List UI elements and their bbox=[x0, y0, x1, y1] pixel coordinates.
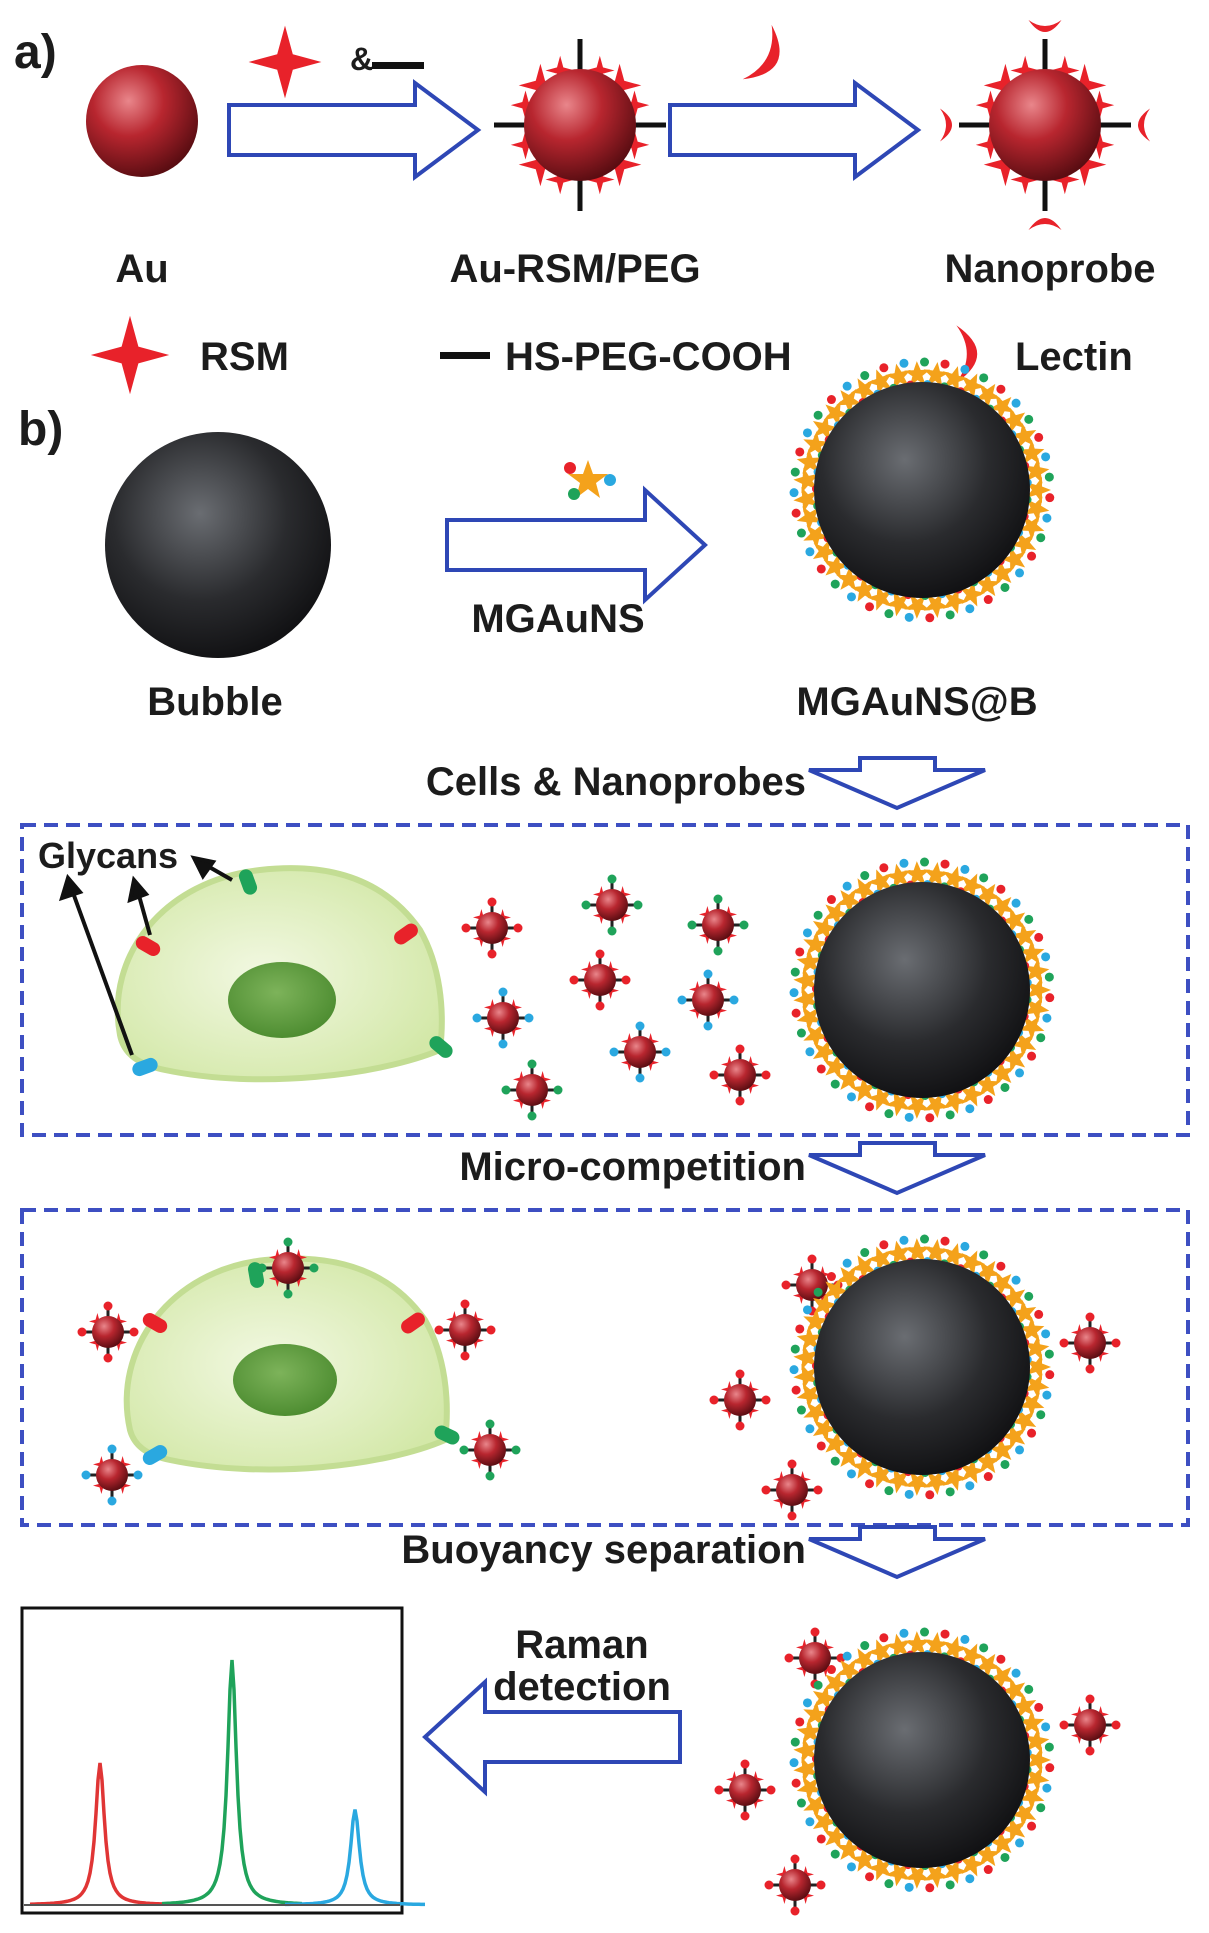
mgauns-b-separated bbox=[789, 1627, 1055, 1893]
lectin-reagent-icon bbox=[742, 24, 792, 90]
glycan-green-1 bbox=[238, 869, 258, 895]
raman-spectrum-frame bbox=[20, 1606, 404, 1915]
bound-nanoprobe bbox=[77, 1301, 139, 1363]
box-competition bbox=[20, 1208, 1190, 1527]
glycan-red-2 bbox=[394, 923, 418, 945]
bound-nanoprobe bbox=[709, 1369, 771, 1431]
free-nanoprobe bbox=[687, 894, 749, 956]
raman-label-line2: detection bbox=[493, 1665, 671, 1709]
raman-spectrum bbox=[24, 1659, 425, 1907]
spectrum-peak-2 bbox=[161, 1659, 303, 1906]
mgauns-b-in-incubation bbox=[789, 857, 1055, 1123]
nanoprobe-label: Nanoprobe bbox=[944, 247, 1155, 291]
free-nanoprobe bbox=[472, 987, 534, 1049]
bound-nanoprobe bbox=[1059, 1694, 1121, 1756]
arrow-au-rsm-peg-to-nanoprobe bbox=[668, 79, 922, 181]
legend-lectin-label: Lectin bbox=[1015, 335, 1133, 379]
arrow-raman-detection bbox=[422, 1677, 682, 1797]
free-nanoprobe bbox=[677, 969, 739, 1031]
free-nanoprobe bbox=[501, 1059, 563, 1121]
bubble-label: Bubble bbox=[147, 680, 283, 724]
spectrum-peak-3 bbox=[285, 1809, 425, 1907]
arrow-au-to-au-rsm-peg bbox=[227, 79, 482, 181]
au-nanoparticle bbox=[86, 65, 198, 177]
glycan-blue-1 bbox=[132, 1057, 158, 1077]
glycan-red-4 bbox=[401, 1312, 425, 1334]
peg-reagent-icon bbox=[372, 62, 424, 69]
free-nanoprobe bbox=[709, 1044, 771, 1106]
glycan-green-2 bbox=[429, 1036, 453, 1058]
bound-nanoprobe bbox=[764, 1854, 826, 1916]
glycan-red-1 bbox=[135, 936, 161, 956]
au-rsm-peg-particle bbox=[494, 39, 666, 211]
legend-rsm-icon bbox=[90, 315, 170, 395]
nucleus-1 bbox=[228, 962, 336, 1038]
mgauns-icon bbox=[564, 460, 616, 500]
free-nanoprobe bbox=[461, 897, 523, 959]
spectrum-peak-1 bbox=[29, 1762, 171, 1906]
bound-nanoprobe bbox=[761, 1459, 823, 1521]
legend-lectin-icon bbox=[956, 325, 978, 383]
free-nanoprobe bbox=[569, 949, 631, 1011]
ampersand-label: & bbox=[350, 41, 373, 77]
panel-a-label: a) bbox=[14, 26, 57, 79]
mgauns-b-in-competition bbox=[789, 1234, 1055, 1500]
glycans-label: Glycans bbox=[38, 835, 178, 876]
au-label: Au bbox=[115, 247, 168, 291]
box-incubation bbox=[20, 823, 1190, 1137]
free-nanoprobe bbox=[581, 874, 643, 936]
arrow-bubble-to-mgauns-b bbox=[445, 485, 708, 605]
step-cells-nanoprobes-label: Cells & Nanoprobes bbox=[426, 760, 806, 804]
panel-b-label: b) bbox=[18, 403, 63, 456]
rsm-reagent-icon bbox=[248, 25, 322, 99]
arrow-down-2 bbox=[808, 1141, 986, 1196]
legend-rsm-label: RSM bbox=[200, 335, 289, 379]
free-nanoprobe bbox=[609, 1021, 671, 1083]
step-buoyancy-separation-label: Buoyancy separation bbox=[401, 1528, 806, 1572]
bound-nanoprobe bbox=[434, 1299, 496, 1361]
bound-nanoprobe bbox=[459, 1419, 521, 1481]
au-rsm-peg-label: Au-RSM/PEG bbox=[449, 247, 700, 291]
nucleus-2 bbox=[233, 1344, 337, 1416]
bound-nanoprobe bbox=[1059, 1312, 1121, 1374]
arrow-down-3 bbox=[808, 1525, 986, 1580]
glycan-red-3 bbox=[142, 1313, 168, 1333]
cell-2 bbox=[123, 1255, 450, 1473]
mgauns-label: MGAuNS bbox=[471, 597, 644, 641]
bound-nanoprobe bbox=[81, 1444, 143, 1506]
legend-peg-label: HS-PEG-COOH bbox=[505, 335, 792, 379]
mgauns-b-label: MGAuNS@B bbox=[796, 680, 1037, 724]
legend-peg-icon bbox=[440, 352, 490, 359]
glycans-pointer-arrows bbox=[58, 855, 233, 1056]
bound-nanoprobe bbox=[714, 1759, 776, 1821]
cell-1 bbox=[114, 865, 445, 1083]
raman-label-line1: Raman bbox=[515, 1623, 648, 1667]
bubble bbox=[105, 432, 331, 658]
step-micro-competition-label: Micro-competition bbox=[459, 1145, 806, 1189]
mgauns-b-bubble bbox=[789, 357, 1055, 623]
bound-nanoprobe bbox=[257, 1237, 319, 1299]
glycan-blue-2 bbox=[142, 1445, 168, 1465]
glycan-green-4 bbox=[434, 1425, 460, 1445]
arrow-down-1 bbox=[808, 756, 986, 811]
nanoprobe-particle bbox=[940, 20, 1150, 230]
